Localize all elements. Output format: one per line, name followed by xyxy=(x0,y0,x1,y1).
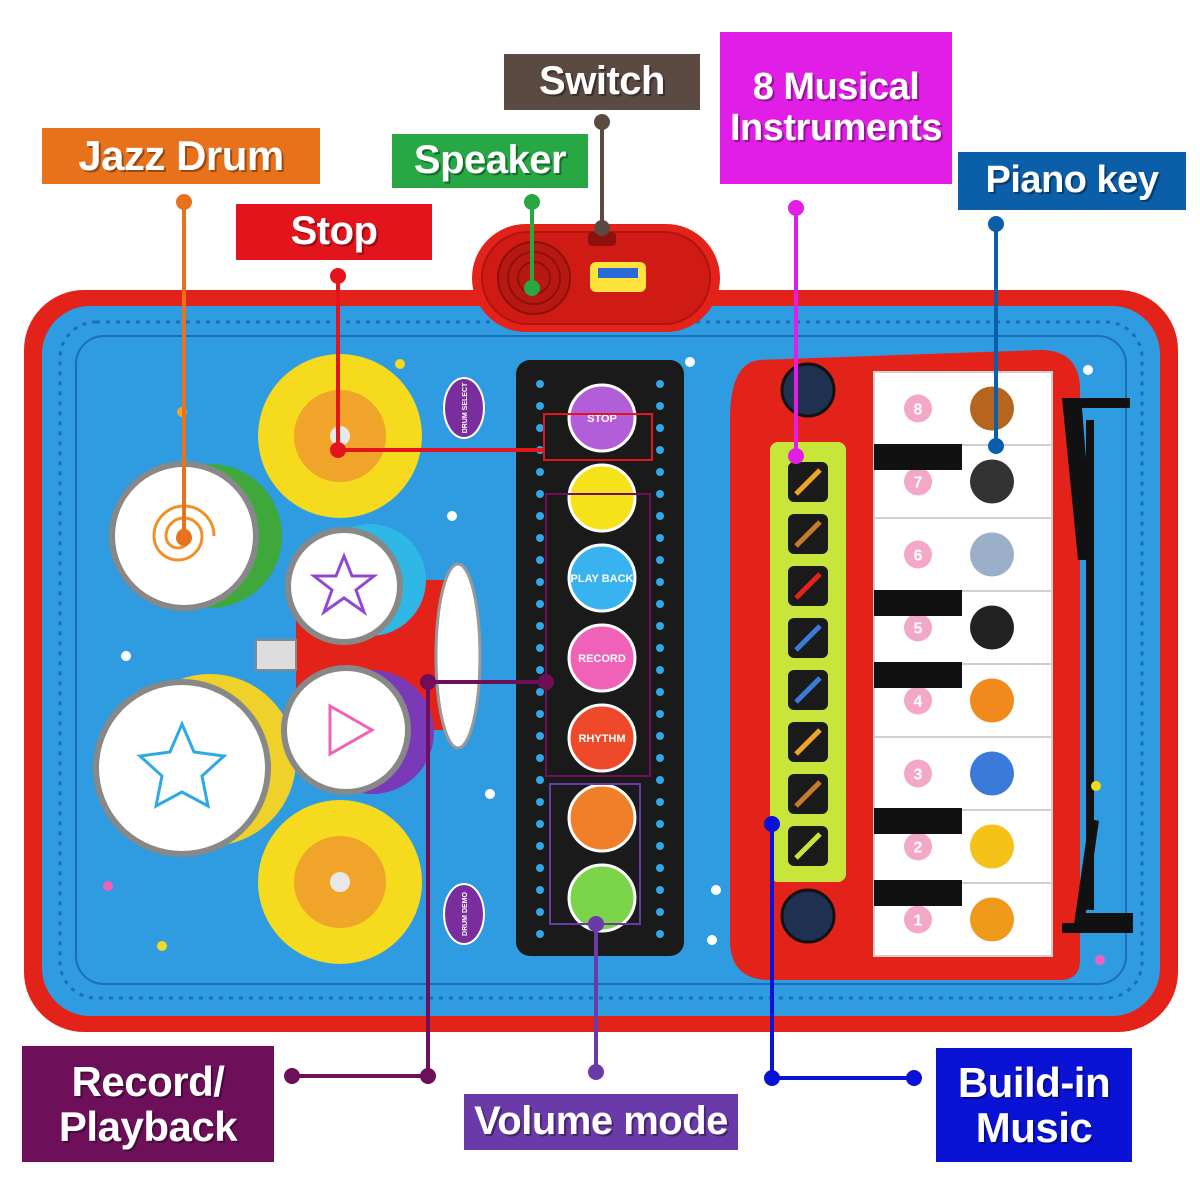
instrument-guitar-icon[interactable] xyxy=(788,566,828,606)
mat-staff-border xyxy=(58,320,1144,1000)
panel-button-3[interactable]: PLAY BACK xyxy=(567,543,637,613)
piano-key-owl[interactable]: 3 xyxy=(873,736,1053,811)
build-in-music-label: Build-in Music xyxy=(936,1048,1132,1162)
piano: 8 7 6 5 4 3 2 1 xyxy=(730,350,1133,980)
cymbal-bottom xyxy=(258,800,422,964)
piano-speaker-top xyxy=(780,362,836,418)
piano-black-key[interactable] xyxy=(874,444,962,470)
instrument-strip xyxy=(770,442,846,882)
panel-button-5[interactable]: RHYTHM xyxy=(567,703,637,773)
drum-bottom-middle xyxy=(281,665,434,795)
instrument-violin-icon[interactable] xyxy=(788,514,828,554)
drum-side-button-2[interactable]: DRUM DEMO xyxy=(443,883,485,945)
piano-black-key[interactable] xyxy=(874,662,962,688)
instrument-flute-icon[interactable] xyxy=(788,462,828,502)
svg-text:3: 3 xyxy=(914,767,923,784)
instrument-xylophone-icon[interactable] xyxy=(788,618,828,658)
panel-button-label: PLAY BACK xyxy=(571,573,634,585)
drum-side-button-label: DRUM SELECT xyxy=(462,382,469,433)
volume-mode-label: Volume mode xyxy=(464,1094,738,1150)
instrument-piano-icon[interactable] xyxy=(788,826,828,866)
drum-top-left xyxy=(109,461,282,611)
jazz-drum-label: Jazz Drum xyxy=(42,128,320,184)
drum-bottom-left xyxy=(93,674,296,857)
panel-button-1[interactable]: STOP xyxy=(567,383,637,453)
svg-text:1: 1 xyxy=(914,913,923,930)
svg-text:8: 8 xyxy=(914,402,923,419)
stop-label: Stop xyxy=(236,204,432,260)
panel-button-label: STOP xyxy=(587,413,617,425)
piano-key-monkey[interactable]: 8 xyxy=(873,371,1053,446)
svg-text:4: 4 xyxy=(914,694,923,711)
piano-key-label: Piano key xyxy=(958,152,1186,210)
leader-lines xyxy=(176,114,1004,1086)
panel-button-6[interactable] xyxy=(567,783,637,853)
switch-label: Switch xyxy=(504,54,700,110)
instrument-saxophone-icon[interactable] xyxy=(788,722,828,762)
panel-button-label: RHYTHM xyxy=(578,733,625,745)
top-control-box xyxy=(472,224,720,332)
drum-top-middle xyxy=(285,524,426,645)
instrument-erhu-icon[interactable] xyxy=(788,774,828,814)
stop-highlight-box xyxy=(543,413,653,461)
svg-text:5: 5 xyxy=(914,621,923,638)
panel-button-7[interactable] xyxy=(567,863,637,933)
drum-kit xyxy=(93,354,482,964)
instruments-label: 8 Musical Instruments xyxy=(720,32,952,184)
svg-text:6: 6 xyxy=(914,548,923,565)
center-control-panel: STOP PLAY BACK RECORD RHYTHM xyxy=(516,360,684,956)
drum-side-button-label: DRUM DEMO xyxy=(462,891,469,935)
record-playback-highlight-box xyxy=(545,493,651,777)
panel-button-2[interactable] xyxy=(567,463,637,533)
piano-key-lion[interactable]: 1 xyxy=(873,882,1053,957)
panel-button-label: RECORD xyxy=(578,653,626,665)
drum-side-button-1[interactable]: DRUM SELECT xyxy=(443,377,485,439)
speaker-label: Speaker xyxy=(392,134,588,188)
svg-text:7: 7 xyxy=(914,475,923,492)
switch-slot xyxy=(588,232,616,246)
svg-text:2: 2 xyxy=(914,840,923,857)
panel-button-4[interactable]: RECORD xyxy=(567,623,637,693)
piano-black-key[interactable] xyxy=(874,590,962,616)
instrument-accordion-icon[interactable] xyxy=(788,670,828,710)
piano-key-elephant[interactable]: 6 xyxy=(873,517,1053,592)
piano-black-key[interactable] xyxy=(874,808,962,834)
piano-speaker-bottom xyxy=(780,888,836,944)
record-playback-label: Record/ Playback xyxy=(22,1046,274,1162)
piano-black-key[interactable] xyxy=(874,880,962,906)
